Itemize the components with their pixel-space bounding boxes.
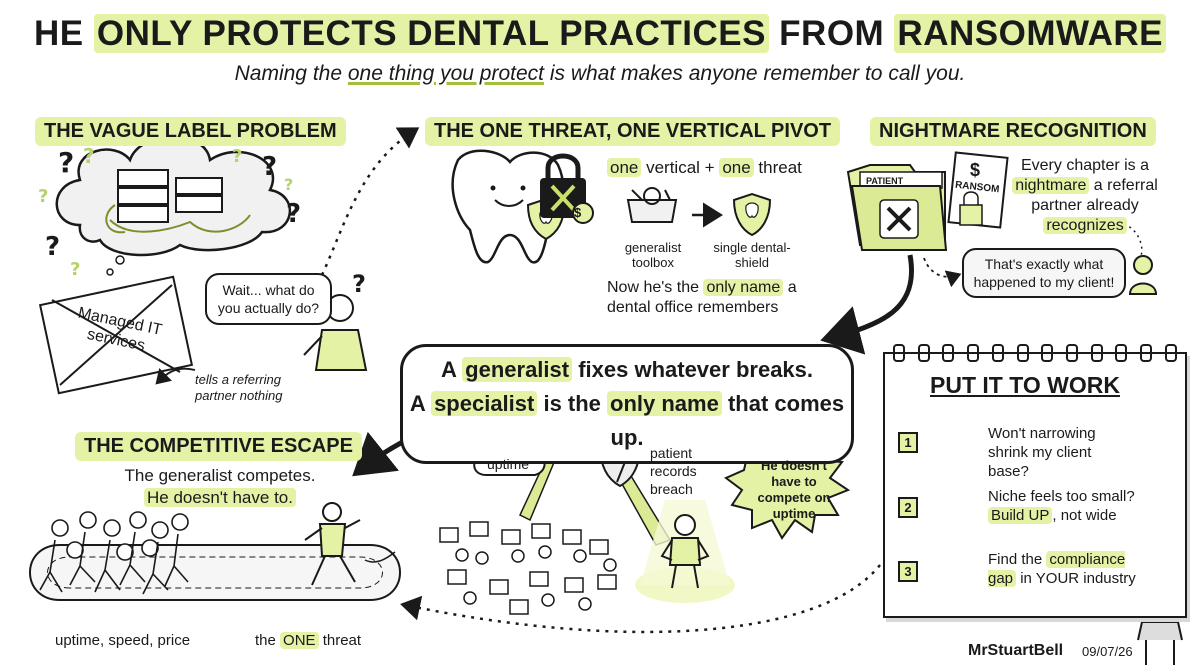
title-text-mid: FROM	[768, 14, 895, 53]
crossed-out-label-box	[38, 275, 194, 395]
specialist-highlight: specialist	[431, 391, 538, 416]
signature-name: MrStuartBell	[968, 642, 1064, 659]
wi3-pre: Find the	[988, 551, 1047, 568]
title-highlight-dental: ONLY PROTECTS DENTAL PRACTICES	[93, 14, 769, 53]
put-it-to-work-card: PUT IT TO WORK	[883, 344, 1187, 618]
recognizes-highlight: recognizes	[1043, 217, 1127, 234]
subtitle-pre: Naming the	[234, 62, 348, 85]
toolbox-label: generalist toolbox	[624, 240, 682, 270]
signature-date: 09/07/26	[1082, 644, 1133, 659]
work-item-1-text: Won't narrowing shrink my client base?	[988, 425, 1096, 480]
crowd-person-icon	[455, 545, 617, 611]
page-subtitle: Naming the one thing you protect is what…	[0, 62, 1200, 86]
escape-line-2: He doesn't have to.	[144, 488, 296, 507]
vague-label-heading: THE VAGUE LABEL PROBLEM	[35, 117, 346, 146]
one-highlight: ONE	[280, 632, 319, 649]
central-statement: A generalist fixes whatever breaks. A sp…	[400, 344, 854, 464]
c2-pre: A	[409, 391, 432, 416]
tooth-icon	[451, 149, 565, 264]
wi2-pre: Niche feels too small?	[988, 488, 1135, 505]
generalist-highlight: generalist	[462, 357, 573, 382]
only-name-highlight: only name	[607, 391, 722, 416]
ransom-dollar: $	[970, 160, 981, 180]
svg-text:?: ?	[38, 186, 48, 207]
central-line-2: A specialist is the only name that comes…	[407, 387, 847, 455]
svg-text:?: ?	[45, 232, 60, 262]
formula-one-vertical: one	[607, 158, 642, 177]
notebook-rings	[893, 344, 1177, 362]
folder-label: PATIENT	[866, 176, 904, 186]
dollar-coin-label: $	[574, 205, 582, 220]
page-title: HE ONLY PROTECTS DENTAL PRACTICES FROM R…	[0, 14, 1200, 54]
svg-text:?: ?	[262, 152, 277, 182]
title-highlight-ransomware: RANSOMWARE	[894, 14, 1166, 53]
build-up-highlight: Build UP	[988, 507, 1053, 524]
formula-mid: vertical +	[641, 158, 720, 177]
formula-end: threat	[753, 158, 802, 177]
work-item-3-number: 3	[898, 561, 918, 582]
wi3-post: in YOUR industry	[1016, 570, 1136, 587]
svg-text:?: ?	[232, 146, 242, 167]
work-item-2-text: Niche feels too small? Build UP, not wid…	[988, 487, 1158, 525]
svg-text:?: ?	[286, 199, 301, 229]
work-item-1-number: 1	[898, 432, 918, 453]
race-right-label: the ONE threat	[255, 632, 361, 649]
threat-label: patient records breach	[650, 445, 697, 497]
client-quote-bubble: That's exactly what happened to my clien…	[962, 248, 1126, 298]
race-left-label: uptime, speed, price	[55, 632, 191, 649]
runner-crowd-icon	[39, 511, 189, 595]
escape-heading: THE COMPETITIVE ESCAPE	[75, 432, 362, 461]
svg-text:?: ?	[284, 175, 293, 194]
burst-text: He doesn't have to compete on uptime	[757, 458, 831, 521]
ransom-note-icon	[947, 151, 1009, 229]
escape-line-2-wrap: He doesn't have to.	[95, 488, 345, 508]
subtitle-post: is what makes anyone remember to call yo…	[544, 62, 966, 85]
caption-post: a dental office remembers	[607, 279, 797, 316]
svg-text:?: ?	[352, 270, 366, 298]
rr-post: threat	[318, 632, 362, 649]
svg-text:?: ?	[58, 146, 74, 179]
caption-only-name: only name	[703, 279, 784, 296]
nightmare-text-a: Every chapter is a	[1020, 157, 1150, 174]
rr-pre: the	[255, 632, 281, 649]
wi2-post: , not wide	[1052, 507, 1117, 524]
folder-icon	[846, 164, 948, 251]
smiling-person-icon	[1128, 255, 1158, 295]
c1-pre: A	[440, 357, 463, 382]
caption-pre: Now he's the	[607, 279, 704, 296]
c2-post: that comes up.	[610, 391, 845, 450]
vague-note: tells a referring partner nothing	[195, 372, 283, 403]
padlock-icon	[540, 153, 594, 224]
shield-label: single dental-shield	[713, 240, 791, 270]
toolbox-icon	[626, 187, 678, 223]
question-mark-icon: ? ? ? ? ? ? ? ? ? ?	[38, 144, 366, 298]
nightmare-text-b: a referral partner already	[1031, 177, 1158, 214]
escape-line-1: The generalist competes.	[124, 466, 316, 485]
lead-runner-icon	[304, 502, 396, 586]
single-shield-icon	[732, 192, 772, 237]
central-line-1: A generalist fixes whatever breaks.	[407, 353, 847, 387]
work-item-2-number: 2	[898, 497, 918, 518]
pivot-caption: Now he's the only name a dental office r…	[607, 278, 797, 318]
confused-speech-bubble: Wait... what do you actually do?	[205, 273, 332, 325]
nightmare-text: Every chapter is a nightmare a referral …	[1010, 156, 1160, 236]
work-item-3-text: Find the compliance gap in YOUR industry	[988, 550, 1148, 588]
formula-one-threat: one	[719, 158, 754, 177]
pivot-formula: one vertical + one threat	[607, 158, 802, 178]
svg-text:?: ?	[70, 259, 80, 280]
hero-person-icon	[660, 514, 710, 589]
c1-post: fixes whatever breaks.	[572, 357, 814, 382]
c2-mid: is the	[537, 391, 608, 416]
work-heading: PUT IT TO WORK	[930, 372, 1120, 398]
uptime-label: uptime	[487, 456, 530, 472]
nightmare-highlight: nightmare	[1012, 177, 1090, 194]
pivot-heading: THE ONE THREAT, ONE VERTICAL PIVOT	[425, 117, 841, 146]
subtitle-underlined: one thing you protect	[347, 62, 544, 85]
svg-text:?: ?	[83, 144, 95, 168]
nightmare-heading: NIGHTMARE RECOGNITION	[870, 117, 1156, 146]
server-rack-icon	[105, 169, 251, 234]
title-text: HE	[34, 14, 94, 53]
computer-icon	[439, 521, 617, 615]
